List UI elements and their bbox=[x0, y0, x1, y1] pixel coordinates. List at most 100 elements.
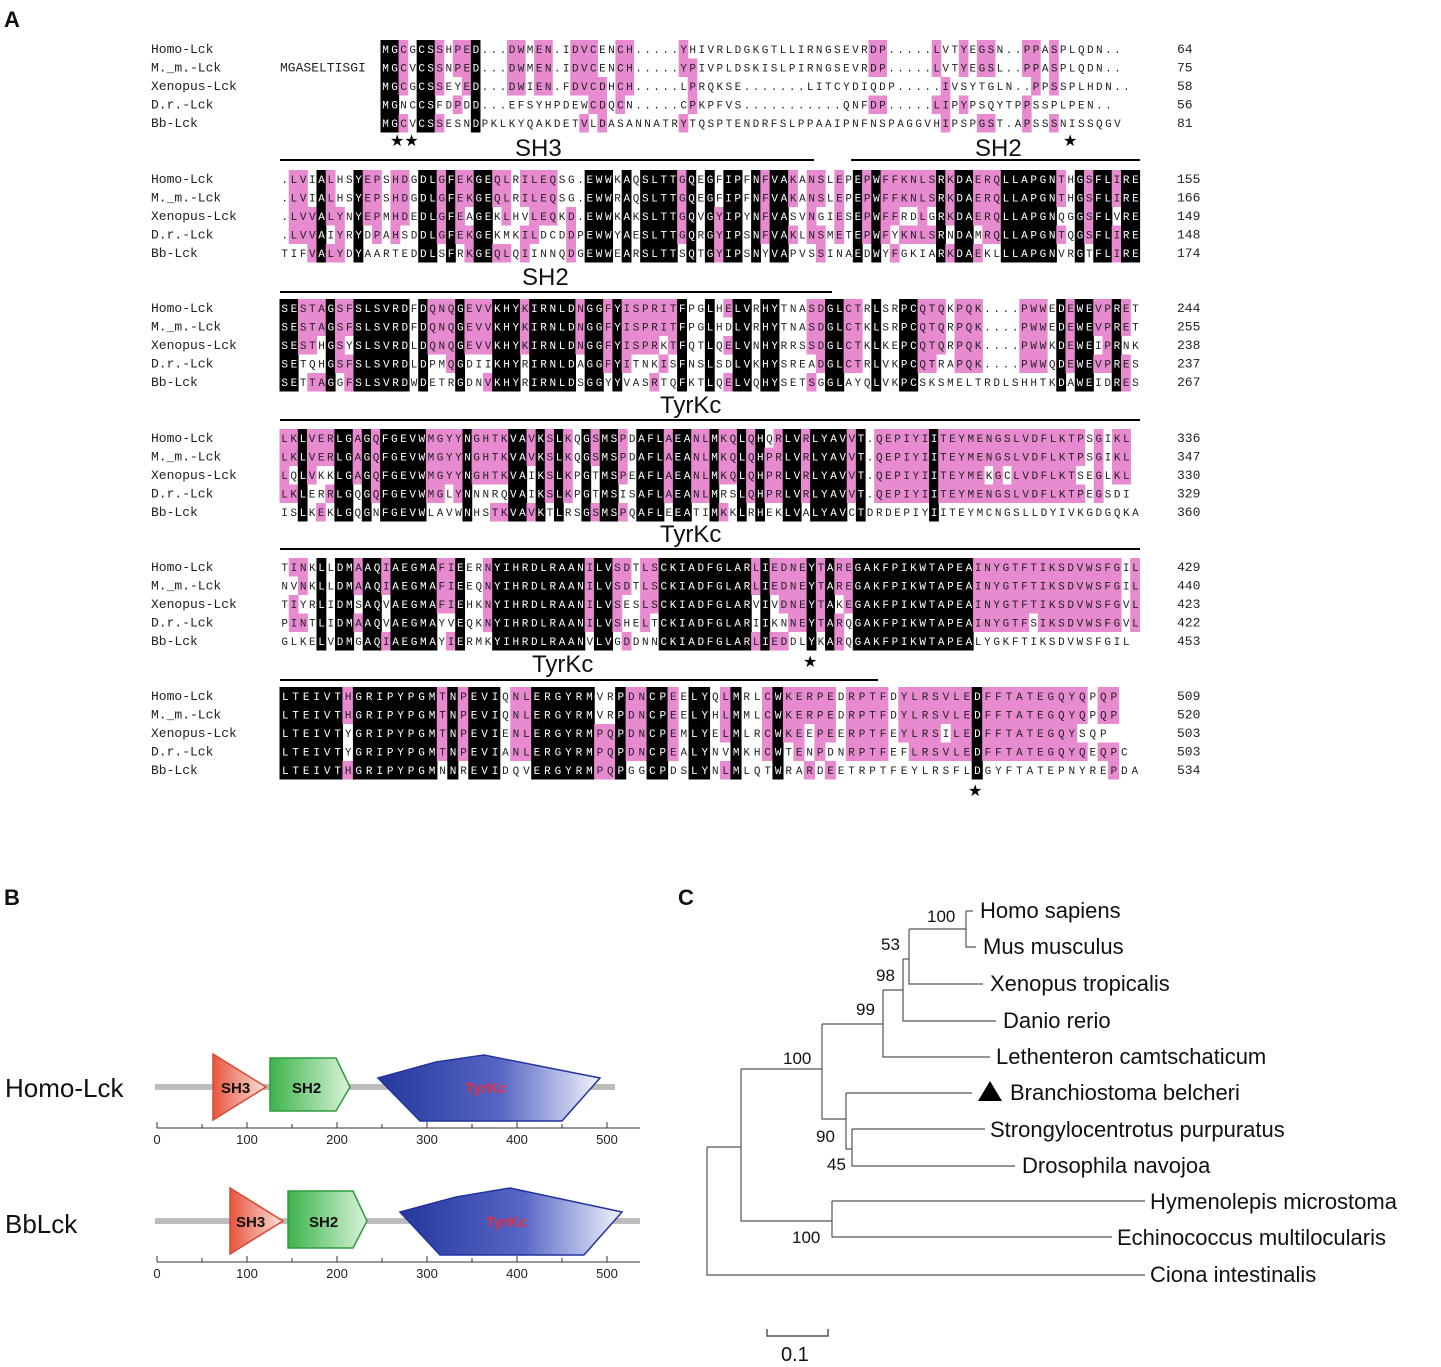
residue-highlight bbox=[1010, 613, 1020, 632]
residue-highlight bbox=[405, 742, 417, 761]
residue-highlight bbox=[852, 188, 863, 207]
residue: I bbox=[563, 64, 570, 76]
residue: K bbox=[485, 637, 492, 649]
residue: P bbox=[879, 64, 886, 76]
residue: P bbox=[620, 471, 627, 483]
residue: R bbox=[549, 637, 556, 649]
residue: S bbox=[808, 304, 815, 316]
residue-highlight bbox=[908, 595, 919, 614]
residue: R bbox=[922, 711, 929, 723]
residue-highlight bbox=[1074, 317, 1085, 336]
residue: H bbox=[513, 600, 520, 612]
residue-highlight bbox=[399, 595, 410, 614]
residue: Y bbox=[513, 360, 520, 372]
residue: P bbox=[408, 766, 415, 778]
residue-highlight bbox=[910, 484, 921, 503]
residue: H bbox=[716, 323, 723, 335]
axis-tick-label: 300 bbox=[416, 1266, 438, 1281]
residue: L bbox=[691, 729, 698, 741]
residue-highlight bbox=[640, 188, 650, 207]
residue-highlight bbox=[764, 447, 775, 466]
residue: R bbox=[392, 304, 399, 316]
residue-highlight bbox=[447, 705, 459, 724]
residue-highlight bbox=[732, 170, 743, 189]
residue: R bbox=[785, 766, 792, 778]
residue: T bbox=[592, 471, 599, 483]
residue: P bbox=[892, 619, 899, 631]
residue-highlight bbox=[603, 354, 614, 373]
residue: N bbox=[984, 582, 991, 594]
residue-highlight bbox=[1084, 170, 1094, 189]
residue: Q bbox=[607, 748, 614, 760]
residue: F bbox=[382, 508, 389, 520]
residue-highlight bbox=[814, 742, 826, 761]
residue: D bbox=[1058, 304, 1065, 316]
residue: A bbox=[318, 323, 325, 335]
residue: L bbox=[784, 471, 791, 483]
residue: N bbox=[439, 323, 446, 335]
residue-highlight bbox=[926, 317, 937, 336]
residue: A bbox=[1021, 194, 1028, 206]
residue: I bbox=[1040, 563, 1047, 575]
residue: Q bbox=[938, 341, 945, 353]
residue-highlight bbox=[1097, 742, 1109, 761]
residue-highlight bbox=[352, 705, 365, 724]
residue: M bbox=[346, 582, 353, 594]
residue-highlight bbox=[667, 705, 679, 724]
residue-highlight bbox=[473, 317, 484, 336]
residue: K bbox=[790, 231, 797, 243]
residue: R bbox=[803, 490, 810, 502]
residue-highlight bbox=[1047, 595, 1057, 614]
residue-highlight bbox=[399, 336, 410, 355]
residue: T bbox=[929, 637, 936, 649]
residue: E bbox=[534, 729, 541, 741]
residue-highlight bbox=[1130, 170, 1141, 189]
residue: D bbox=[974, 766, 981, 778]
residue: C bbox=[400, 64, 407, 76]
residue-highlight bbox=[416, 429, 427, 448]
residue: K bbox=[545, 119, 552, 131]
residue-highlight bbox=[288, 373, 299, 392]
residue: S bbox=[808, 323, 815, 335]
residue-highlight bbox=[288, 354, 299, 373]
residue-highlight bbox=[815, 558, 826, 577]
residue-highlight bbox=[398, 114, 409, 133]
residue-highlight bbox=[963, 613, 974, 632]
residue: V bbox=[383, 304, 390, 316]
residue-highlight bbox=[510, 632, 521, 651]
residue: I bbox=[376, 711, 383, 723]
residue: R bbox=[807, 64, 814, 76]
sh3-domain-label: SH3 bbox=[515, 135, 562, 162]
sh2-domain-text: SH2 bbox=[309, 1214, 338, 1231]
residue-highlight bbox=[445, 299, 456, 318]
residue: E bbox=[402, 600, 409, 612]
residue: E bbox=[402, 637, 409, 649]
residue-highlight bbox=[672, 447, 683, 466]
residue: R bbox=[984, 212, 991, 224]
residue: G bbox=[555, 692, 562, 704]
residue-highlight bbox=[316, 225, 327, 244]
residue-highlight bbox=[353, 373, 364, 392]
residue: P bbox=[947, 563, 954, 575]
residue: I bbox=[531, 249, 538, 261]
residue-highlight bbox=[508, 429, 518, 448]
residue-highlight bbox=[1074, 373, 1085, 392]
residue: P bbox=[618, 766, 625, 778]
residue: N bbox=[986, 490, 993, 502]
residue: S bbox=[383, 175, 390, 187]
residue: I bbox=[834, 119, 841, 131]
residue-highlight bbox=[384, 705, 396, 724]
residue: V bbox=[309, 471, 316, 483]
residue: A bbox=[816, 119, 823, 131]
residue: Q bbox=[748, 434, 755, 446]
residue: . bbox=[1114, 64, 1121, 76]
residue-highlight bbox=[588, 58, 598, 77]
residue: . bbox=[281, 231, 288, 243]
residue-highlight bbox=[425, 95, 436, 114]
residue: Y bbox=[300, 600, 307, 612]
residue: E bbox=[836, 175, 843, 187]
residue-highlight bbox=[947, 466, 958, 485]
residue: G bbox=[596, 323, 603, 335]
residue-highlight bbox=[699, 687, 711, 706]
residue-highlight bbox=[1002, 447, 1013, 466]
